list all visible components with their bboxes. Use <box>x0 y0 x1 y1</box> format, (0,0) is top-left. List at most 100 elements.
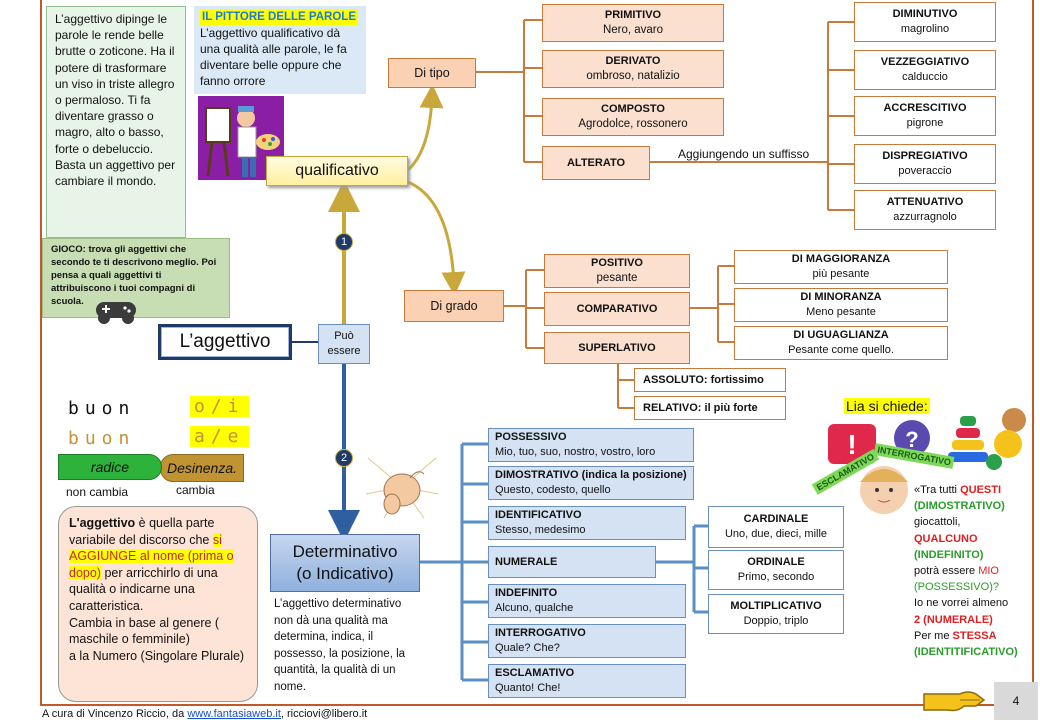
determinativo-title: DIMOSTRATIVO (indica la posizione) <box>495 469 687 481</box>
numerale-example: Primo, secondo <box>737 571 815 583</box>
grado-positivo: POSITIVO pesante <box>544 254 690 288</box>
tipo-title: DERIVATO <box>605 55 661 67</box>
page-number-text: 4 <box>1012 694 1020 708</box>
tipo-title: COMPOSTO <box>601 103 665 115</box>
tipo-derivato: DERIVATO ombroso, natalizio <box>542 50 724 88</box>
gamepad-icon <box>96 302 136 324</box>
definition-genere: Cambia in base al genere ( maschile o fe… <box>69 615 220 647</box>
lia-category: (POSSESSIVO)? <box>914 581 999 594</box>
alterato-example: magrolino <box>900 23 950 35</box>
qualificativo-label: qualificativo <box>295 162 379 179</box>
puo-essere-label: Può essere <box>327 330 361 357</box>
comparativo-item: DI MINORANZA Meno pesante <box>734 288 948 322</box>
desinenza-text: Desinenza. <box>166 460 238 476</box>
alterato-example: calduccio <box>902 71 948 83</box>
buon-ending-1: o/i <box>190 396 249 417</box>
tipo-example: Agrodolce, rossonero <box>578 118 688 130</box>
tipo-example: Nero, avaro <box>602 24 664 36</box>
comparativo-example: Meno pesante <box>806 306 876 318</box>
footer-link[interactable]: www.fantasiaweb.it <box>187 708 281 720</box>
buon-row-2: buon <box>68 428 135 449</box>
definition-text: per arricchirlo di una qualità o indicar… <box>69 565 218 613</box>
determinativo-description: L’aggettivo determinativo non dà una qua… <box>274 598 406 693</box>
determinativo-item: IDENTIFICATIVO Stesso, medesimo <box>488 506 686 540</box>
numerale-example: Doppio, triplo <box>743 615 809 627</box>
lia-text-part: Io ne vorrei almeno <box>914 597 1009 610</box>
numerale-example: Uno, due, dieci, mille <box>724 528 828 540</box>
comparativo-example: Pesante come quello. <box>788 344 894 356</box>
alterato-title: DISPREGIATIVO <box>882 150 968 162</box>
pointing-hand-icon <box>365 457 439 519</box>
alterato-item: ACCRESCITIVO pigrone <box>854 96 996 136</box>
tipo-title: ALTERATO <box>566 156 626 169</box>
radice-label: radice <box>58 454 162 480</box>
ending-text: o/i <box>190 396 249 417</box>
grado-example: pesante <box>596 272 638 284</box>
determinativo-item: NUMERALE <box>488 546 656 578</box>
determinativo-item: ESCLAMATIVO Quanto! Che! <box>488 664 686 698</box>
alterato-example: azzurragnolo <box>893 211 957 223</box>
di-grado-node: Di grado <box>404 290 504 322</box>
grado-superlativo: SUPERLATIVO <box>544 332 690 364</box>
page-number: 4 <box>994 682 1038 720</box>
determinativo-title: NUMERALE <box>495 555 558 568</box>
tipo-composto: COMPOSTO Agrodolce, rossonero <box>542 98 724 136</box>
alterato-item: VEZZEGGIATIVO calduccio <box>854 50 996 90</box>
determinativo-title: ESCLAMATIVO <box>495 667 575 679</box>
numerale-item: CARDINALE Uno, due, dieci, mille <box>708 506 844 548</box>
svg-text:!: ! <box>847 429 856 460</box>
determinativo-item: INDEFINITO Alcuno, qualche <box>488 584 686 618</box>
superlativo-label: ASSOLUTO: fortissimo <box>643 374 764 386</box>
di-tipo-node: Di tipo <box>388 58 476 88</box>
alterato-title: ACCRESCITIVO <box>883 102 967 114</box>
determinativo-example: Questo, codesto, quello <box>495 484 611 496</box>
game-text: GIOCO: trova gli aggettivi che secondo t… <box>51 244 217 307</box>
determinativo-label: Determinativo <box>292 542 398 561</box>
determinativo-example: Alcuno, qualche <box>495 602 574 614</box>
alterato-item: ATTENUATIVO azzurragnolo <box>854 190 996 230</box>
tipo-title: PRIMITIVO <box>604 9 662 21</box>
alterato-example: pigrone <box>906 117 944 129</box>
aggettivo-node: L’aggettivo <box>158 324 292 360</box>
lia-keyword: 2 (NUMERALE) <box>914 613 993 626</box>
footer: A cura di Vincenzo Riccio, da www.fantas… <box>42 708 367 720</box>
badge-number: 1 <box>340 236 348 248</box>
grado-comparativo: COMPARATIVO <box>544 292 690 326</box>
determinativo-title: IDENTIFICATIVO <box>495 509 582 521</box>
numerale-item: MOLTIPLICATIVO Doppio, triplo <box>708 594 844 634</box>
determinativo-title: POSSESSIVO <box>495 431 567 443</box>
di-tipo-label: Di tipo <box>414 66 450 80</box>
step-badge-2: 2 <box>335 449 353 467</box>
description-box: L’aggettivo dipinge le parole le rende b… <box>46 6 186 238</box>
lia-keyword: QUESTI <box>960 484 1002 496</box>
alterato-item: DISPREGIATIVO poveraccio <box>854 144 996 184</box>
superlativo-assoluto: ASSOLUTO: fortissimo <box>634 368 786 392</box>
puo-essere-node: Può essere <box>318 324 370 364</box>
qualificativo-node: qualificativo <box>266 156 408 186</box>
footer-email: , ricciovi@libero.it <box>280 708 368 720</box>
comparativo-title: DI UGUAGLIANZA <box>793 329 889 341</box>
next-page-hand-icon[interactable] <box>920 686 988 714</box>
grado-title: COMPARATIVO <box>576 302 658 315</box>
lia-text-part: giocattoli, <box>914 516 961 529</box>
determinativo-title: INTERROGATIVO <box>495 627 586 639</box>
comparativo-item: DI MAGGIORANZA più pesante <box>734 250 948 284</box>
tipo-alterato: ALTERATO <box>542 146 650 180</box>
determinativo-item: POSSESSIVO Mio, tuo, suo, nostro, vostro… <box>488 428 694 462</box>
non-cambia-label: non cambia <box>66 485 129 499</box>
alterato-example: poveraccio <box>898 165 952 177</box>
determinativo-item: INTERROGATIVO Quale? Che? <box>488 624 686 658</box>
alterato-item: DIMINUTIVO magrolino <box>854 2 996 42</box>
numerale-title: CARDINALE <box>743 513 809 525</box>
lia-category: (IDENTITIFICATIVO) <box>914 646 1018 659</box>
buon-row-1: buon <box>68 398 135 419</box>
tipo-primitivo: PRIMITIVO Nero, avaro <box>542 4 724 42</box>
ending-text: a/e <box>190 426 249 447</box>
aggettivo-label: L’aggettivo <box>179 331 271 352</box>
buon-root: buon <box>68 398 136 419</box>
lia-text-part: «Tra tutti <box>914 484 961 496</box>
alterato-title: ATTENUATIVO <box>886 196 964 208</box>
desinenza-label: Desinenza. <box>160 454 244 482</box>
comparativo-example: più pesante <box>812 268 870 280</box>
